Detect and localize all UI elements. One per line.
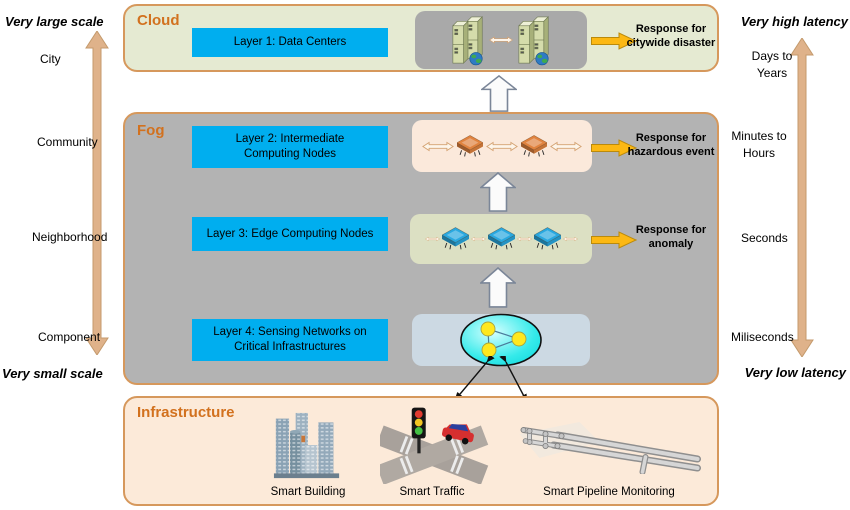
smart-traffic-icon [380,404,492,484]
scale-axis-arrow [85,31,109,355]
exchange-arrow-icon [563,235,578,243]
latency-tick-days-years: Days to Years [751,49,793,81]
exchange-arrow-icon [425,235,440,243]
exchange-arrow-icon [550,141,582,152]
chip-icon [457,135,483,158]
smart-pipeline-icon [517,416,703,474]
edge-nodes-icon-panel [410,214,592,264]
datacenter-icon-panel [415,11,587,69]
chip-icon [442,227,469,251]
smart-pipeline-label: Smart Pipeline Monitoring [543,486,675,498]
fog-title: Fog [137,122,165,139]
cloud-panel: Cloud Layer 1: Data Centers Response for… [123,4,719,72]
exchange-arrow-icon [489,35,513,45]
latency-tick-milliseconds: Miliseconds [731,330,794,344]
cloud-response-label: Response for citywide disaster [626,23,716,50]
layer3-label: Layer 3: Edge Computing Nodes [206,227,374,240]
server-icon [452,13,484,67]
latency-tick-seconds: Seconds [741,231,788,245]
scale-tick-neighborhood: Neighborhood [32,230,108,244]
up-arrow-icon [480,172,516,212]
intermediate-nodes-icon-panel [412,120,592,172]
up-arrow-icon [481,75,517,112]
infrastructure-panel: Infrastructure Smart Building Smart Traf… [123,396,719,506]
layer1-label-box: Layer 1: Data Centers [192,28,388,57]
up-arrow-icon [480,267,516,308]
scale-tick-city: City [40,52,61,66]
layer2-label: Layer 2: Intermediate Computing Nodes [235,133,345,160]
layer1-label: Layer 1: Data Centers [233,36,347,49]
smart-traffic-label: Smart Traffic [399,486,465,498]
layer3-label-box: Layer 3: Edge Computing Nodes [192,217,388,251]
server-icon [518,13,550,67]
latency-axis-top-label: Very high latency [740,14,848,29]
exchange-arrow-icon [486,141,518,152]
exchange-arrow-icon [471,235,486,243]
scale-axis-top-label: Very large scale [5,14,104,29]
exchange-arrow-icon [422,141,454,152]
scale-tick-component: Component [38,330,101,344]
latency-axis-arrow [790,38,814,357]
layer4-label-box: Layer 4: Sensing Networks on Critical In… [192,319,388,361]
chip-icon [534,227,561,251]
cloud-title: Cloud [137,12,180,29]
fog-panel: Fog Layer 2: Intermediate Computing Node… [123,112,719,385]
latency-axis-bottom-label: Very low latency [744,365,846,380]
infrastructure-title: Infrastructure [137,404,235,421]
layer2-label-box: Layer 2: Intermediate Computing Nodes [192,126,388,168]
latency-tick-minutes-hours: Minutes to Hours [731,129,787,161]
fog-layer3-response-label: Response for anomaly [635,224,707,251]
chip-icon [488,227,515,251]
smart-building-label: Smart Building [270,486,346,498]
scale-axis-bottom-label: Very small scale [2,366,103,381]
exchange-arrow-icon [517,235,532,243]
layer4-label: Layer 4: Sensing Networks on Critical In… [213,326,367,353]
sensing-link-arrows [454,356,528,403]
scale-tick-community: Community [37,135,98,149]
smart-building-icon [273,410,341,482]
chip-icon [521,135,547,158]
fog-layer2-response-label: Response for hazardous event [627,132,715,159]
